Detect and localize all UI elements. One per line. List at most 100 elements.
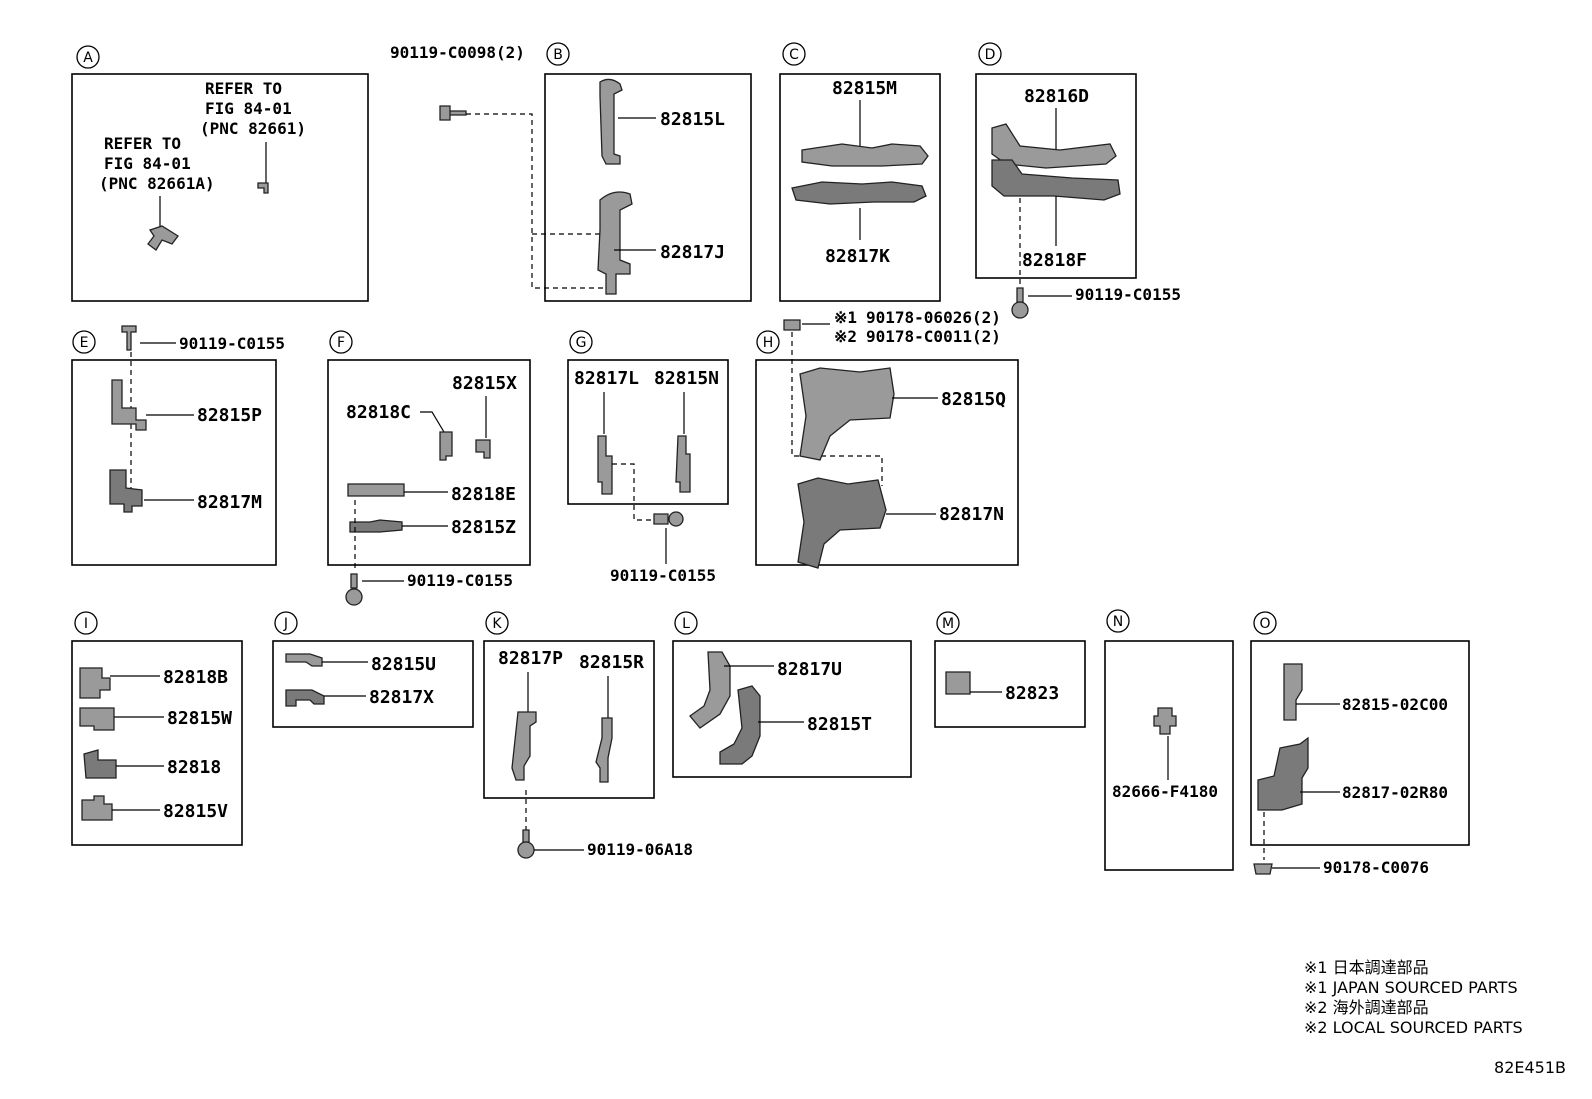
section-m-box: [934, 640, 1086, 728]
part-82818e: 82818E: [451, 484, 516, 505]
part-82815t: 82815T: [807, 714, 872, 735]
bolt-icon: [439, 105, 467, 121]
section-i-letter: I: [84, 616, 88, 632]
bracket-82818b: [79, 667, 111, 699]
part-82817k: 82817K: [825, 246, 890, 267]
bracket-82817u: [689, 651, 731, 729]
bolt-icon-d: [1011, 301, 1029, 319]
bolt-90119-06a18: 90119-06A18: [587, 840, 693, 859]
bracket-82817m: [109, 469, 143, 513]
part-82815v: 82815V: [163, 801, 228, 822]
section-d-box: [975, 73, 1137, 279]
bracket-82817n: [797, 477, 887, 569]
section-f-box: [327, 359, 531, 566]
section-c: C 82815M 82817K: [779, 42, 941, 302]
section-f-letter: F: [337, 335, 345, 351]
section-o: O 82815-02C00 82817-02R80 90178-C0076: [1250, 611, 1470, 877]
part-82816d: 82816D: [1024, 86, 1089, 107]
part-82818f: 82818F: [1022, 250, 1087, 271]
bracket-82815n: [675, 435, 691, 493]
section-g: G 82817L 82815N 90119-C0155: [567, 330, 729, 585]
note2-mark-h: ※2: [834, 327, 857, 346]
section-m-letter: M: [942, 616, 954, 632]
part-82815m: 82815M: [832, 78, 897, 99]
bolt-icon-e: [121, 325, 137, 351]
part-82815z: 82815Z: [451, 517, 516, 538]
section-c-box: [779, 73, 941, 302]
nut-90178-c0076: 90178-C0076: [1323, 858, 1429, 877]
section-j-letter: J: [283, 616, 288, 632]
section-l: L 82817U 82815T: [672, 611, 912, 778]
part-82818c: 82818C: [346, 402, 411, 423]
bracket-82815q: [799, 367, 895, 461]
bracket-82817k: [791, 181, 927, 205]
part-82815p: 82815P: [197, 405, 262, 426]
bracket-82818f: [991, 159, 1121, 201]
part-82815-02c00: 82815-02C00: [1342, 695, 1448, 714]
part-82817u: 82817U: [777, 659, 842, 680]
note-line-4: ※2 LOCAL SOURCED PARTS: [1304, 1018, 1523, 1037]
section-k-letter: K: [492, 616, 502, 632]
part-82815q: 82815Q: [941, 389, 1006, 410]
bracket-82818: [83, 749, 117, 779]
part-82666-f4180: 82666-F4180: [1112, 782, 1218, 801]
part-82817p: 82817P: [498, 648, 563, 669]
bracket-82815z: [349, 519, 403, 533]
nut-icon-h: [783, 319, 801, 331]
bolt-shaft-k: [522, 829, 530, 843]
part-82823: 82823: [1005, 683, 1059, 704]
refer1-line2: FIG 84-01: [205, 99, 292, 118]
section-n-letter: N: [1113, 614, 1123, 630]
diagram-code: 82E451B: [1494, 1058, 1566, 1077]
refer2-line2: FIG 84-01: [104, 154, 191, 173]
section-a-letter: A: [83, 50, 93, 66]
section-e-letter: E: [80, 335, 89, 351]
bolt-head-g: [668, 511, 684, 527]
bolt-icon-g: [653, 513, 669, 525]
section-f: F 82815X 82818C 82818E 82815Z 90119-C015…: [327, 330, 531, 606]
bolt-90119-c0098: 90119-C0098(2): [390, 43, 525, 62]
bolt-90119-c0155-e: 90119-C0155: [179, 334, 285, 353]
bolt-shaft-d: [1016, 287, 1024, 303]
section-l-letter: L: [682, 616, 690, 632]
nut-90178-c0011: 90178-C0011(2): [866, 327, 1001, 346]
part-82817l: 82817L: [574, 368, 639, 389]
part-82817n: 82817N: [939, 504, 1004, 525]
bracket-82815v: [81, 795, 113, 821]
part-82818b: 82818B: [163, 667, 228, 688]
part-82815w: 82815W: [167, 708, 232, 729]
bracket-82818e: [347, 483, 405, 497]
part-82815u: 82815U: [371, 654, 436, 675]
bracket-82815-02c00: [1283, 663, 1303, 721]
section-j: J 82815U 82817X: [272, 611, 474, 728]
part-82815x: 82815X: [452, 373, 517, 394]
section-g-letter: G: [576, 335, 587, 351]
section-e: E 90119-C0155 82815P 82817M: [71, 325, 285, 566]
section-i: I 82818B 82815W 82818 82815V: [71, 611, 243, 846]
bracket-82817-02r80: [1257, 736, 1309, 811]
bracket-82817x: [285, 689, 325, 707]
refer2-line1: REFER TO: [104, 134, 181, 153]
section-k: K 82817P 82815R 90119-06A18: [483, 611, 693, 859]
bolt-90119-c0155-d: 90119-C0155: [1075, 285, 1181, 304]
section-n: N 82666-F4180: [1104, 609, 1234, 871]
sourcing-notes: ※1 日本調達部品 ※1 JAPAN SOURCED PARTS ※2 海外調達…: [1304, 958, 1574, 1038]
bracket-82817l: [597, 435, 613, 495]
bracket-82817j: [597, 191, 633, 295]
bracket-82815l: [599, 78, 623, 165]
section-h-letter: H: [763, 335, 774, 351]
bracket-82815u: [285, 653, 323, 667]
bracket-82815r: [595, 717, 613, 783]
bolt-shaft-f: [350, 573, 358, 589]
section-c-letter: C: [789, 47, 799, 63]
nut-icon-o: [1253, 863, 1273, 875]
bracket-82818c: [439, 431, 453, 461]
clip-82661a: [147, 225, 179, 251]
bracket-82815t: [719, 685, 761, 765]
section-l-box: [672, 640, 912, 778]
refer2-line3: (PNC 82661A): [99, 174, 215, 193]
bracket-82815p: [111, 379, 147, 431]
section-k-box: [483, 640, 655, 799]
section-g-box: [567, 359, 729, 505]
